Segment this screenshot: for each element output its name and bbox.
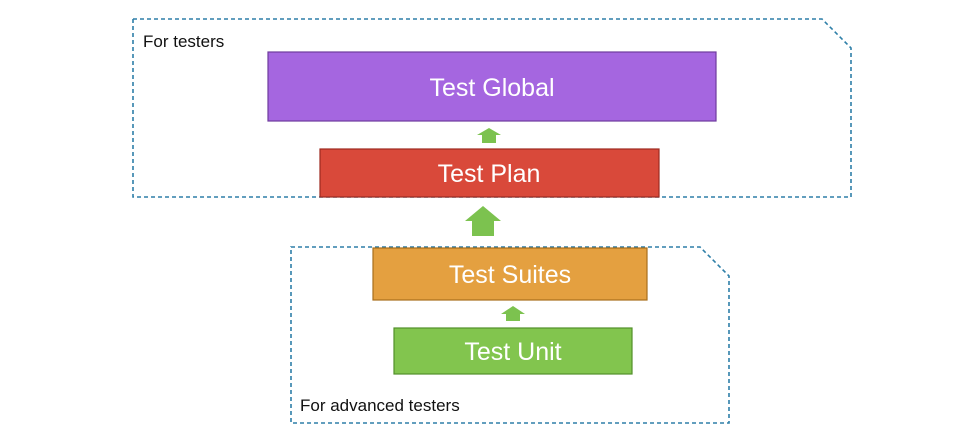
box-test-global-rect bbox=[267, 51, 717, 122]
group-advanced-frame bbox=[290, 246, 730, 424]
group-advanced-label: For advanced testers bbox=[300, 396, 460, 415]
box-test-unit: Test Unit bbox=[393, 327, 633, 375]
box-test-unit-rect bbox=[393, 327, 633, 375]
box-test-global-label: Test Global bbox=[429, 74, 554, 102]
box-test-suites: Test Suites bbox=[372, 247, 648, 301]
box-test-unit-label: Test Unit bbox=[464, 338, 561, 366]
group-testers: For testers bbox=[132, 18, 852, 198]
group-testers-frame bbox=[132, 18, 852, 198]
arrow-up-icon bbox=[501, 306, 525, 321]
box-test-suites-rect bbox=[372, 247, 648, 301]
arrow-up-icon bbox=[477, 128, 501, 143]
box-test-plan-rect bbox=[319, 148, 660, 198]
box-test-global: Test Global bbox=[267, 51, 717, 122]
box-test-plan: Test Plan bbox=[319, 148, 660, 198]
arrow-up-icon bbox=[465, 206, 501, 236]
group-advanced-testers: For advanced testers bbox=[290, 246, 730, 424]
box-test-plan-label: Test Plan bbox=[438, 160, 541, 188]
group-testers-label: For testers bbox=[143, 32, 224, 51]
box-test-suites-label: Test Suites bbox=[449, 261, 571, 289]
